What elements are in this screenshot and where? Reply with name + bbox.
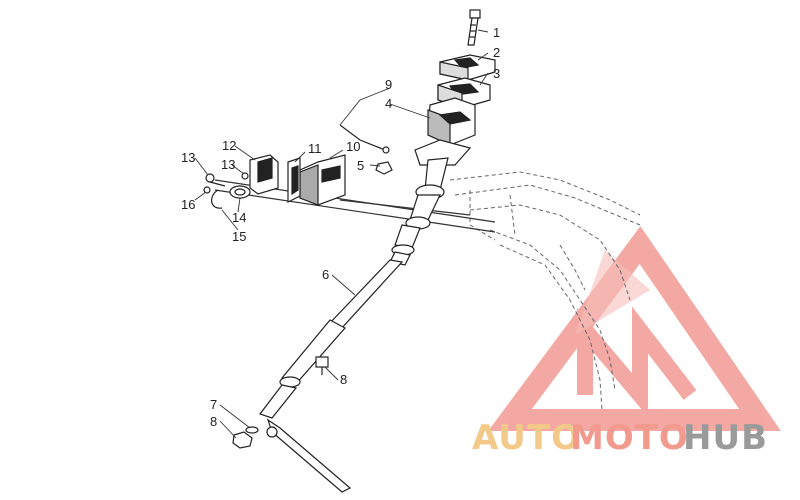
callout-13-lower: 13 bbox=[221, 157, 235, 172]
part-5-nut bbox=[375, 161, 393, 175]
callout-8-lower: 8 bbox=[210, 414, 217, 429]
part-10-pad bbox=[299, 154, 346, 206]
callout-9: 9 bbox=[385, 77, 392, 92]
part-12-mount bbox=[249, 154, 279, 195]
universal-joint bbox=[389, 224, 421, 266]
callout-14: 14 bbox=[232, 210, 246, 225]
callout-labels: 1 2 3 9 4 12 11 10 5 13 13 16 14 15 6 8 … bbox=[181, 25, 500, 429]
shaft-lower-end bbox=[266, 418, 352, 493]
part-2-clamp bbox=[439, 54, 496, 81]
part-7-washer bbox=[245, 426, 259, 434]
watermark-moto: MOTO bbox=[570, 418, 689, 458]
callout-6: 6 bbox=[322, 267, 329, 282]
watermark-hub: HUB bbox=[683, 418, 768, 458]
steering-post-upper bbox=[405, 139, 472, 230]
part-15-clip bbox=[211, 189, 223, 209]
callout-8-upper: 8 bbox=[340, 372, 347, 387]
part-1-bolt bbox=[467, 9, 481, 46]
callout-1: 1 bbox=[493, 25, 500, 40]
part-6-shaft bbox=[259, 259, 404, 419]
watermark-text: AUTO MOTO HUB bbox=[472, 418, 768, 458]
vehicle-frame bbox=[449, 171, 641, 411]
part-8-bracket bbox=[315, 356, 329, 375]
callout-5: 5 bbox=[357, 158, 364, 173]
callout-4: 4 bbox=[385, 96, 392, 111]
part-11-bracket bbox=[287, 157, 301, 203]
part-9-wire bbox=[339, 124, 390, 154]
watermark-auto: AUTO bbox=[472, 418, 581, 458]
callout-3: 3 bbox=[493, 66, 500, 81]
callout-2: 2 bbox=[493, 45, 500, 60]
callout-11: 11 bbox=[308, 141, 322, 156]
part-16-bolt bbox=[203, 186, 211, 194]
callout-16: 16 bbox=[181, 197, 195, 212]
callout-12: 12 bbox=[222, 138, 236, 153]
callout-7: 7 bbox=[210, 397, 217, 412]
callout-10: 10 bbox=[346, 139, 360, 154]
part-4-block bbox=[427, 97, 476, 146]
part-8-nut bbox=[232, 431, 253, 449]
watermark-logo bbox=[488, 226, 781, 431]
part-13-bolts bbox=[205, 172, 249, 187]
leader-lines bbox=[194, 29, 489, 439]
part-14-ring bbox=[229, 185, 251, 199]
callout-13-upper: 13 bbox=[181, 150, 195, 165]
callout-15: 15 bbox=[232, 229, 246, 244]
